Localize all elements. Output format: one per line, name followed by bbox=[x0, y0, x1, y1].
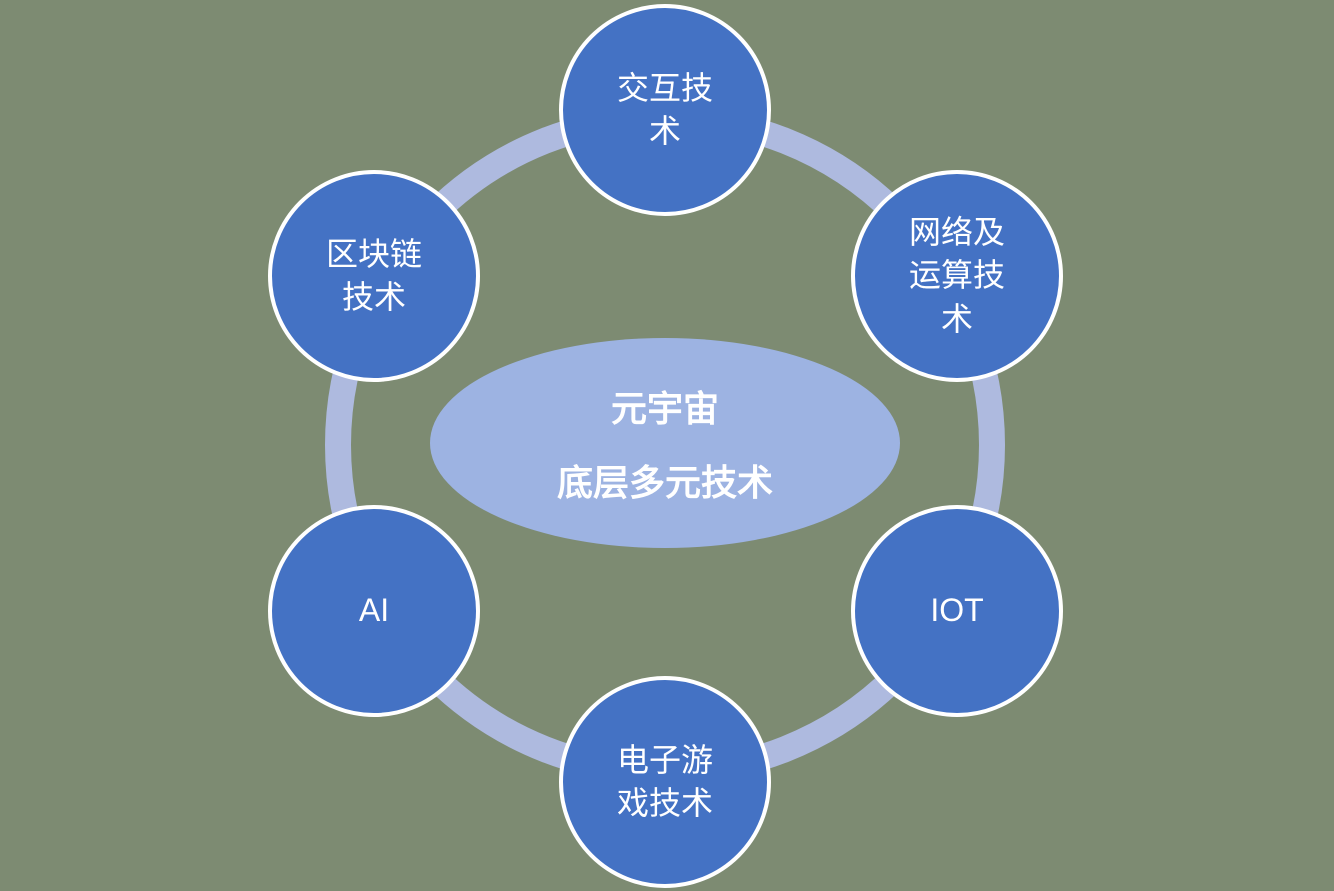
node-ai: AI bbox=[268, 505, 480, 717]
center-title-line2: 底层多元技术 bbox=[556, 462, 773, 503]
node-network-computing-tech-label: 网络及运算技术 bbox=[908, 214, 1005, 337]
node-video-game-tech-label: 电子游戏技术 bbox=[616, 741, 713, 821]
center-ellipse: 元宇宙 底层多元技术 bbox=[430, 338, 900, 548]
node-blockchain-tech: 区块链技术 bbox=[268, 170, 480, 382]
node-interaction-tech: 交互技术 bbox=[559, 4, 771, 216]
center-title-line1: 元宇宙 bbox=[610, 388, 719, 429]
node-network-computing-tech: 网络及运算技术 bbox=[851, 170, 1063, 382]
node-iot-label: IOT bbox=[930, 592, 984, 629]
node-interaction-tech-label: 交互技术 bbox=[616, 69, 713, 149]
node-iot: IOT bbox=[851, 505, 1063, 717]
node-ai-label: AI bbox=[358, 592, 390, 629]
node-video-game-tech: 电子游戏技术 bbox=[559, 676, 771, 888]
node-blockchain-tech-label: 区块链技术 bbox=[325, 235, 422, 315]
